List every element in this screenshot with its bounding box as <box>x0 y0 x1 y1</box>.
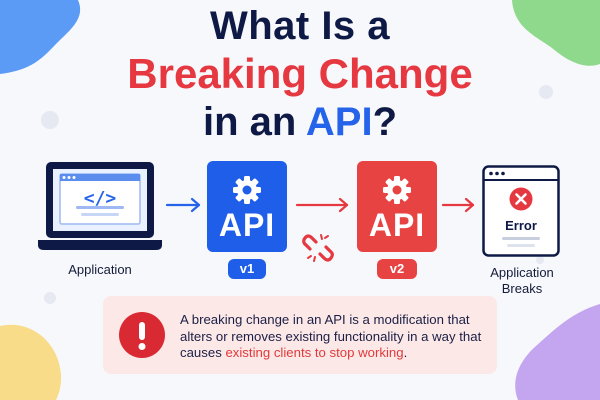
decor-blob-bottom-right <box>515 304 600 400</box>
definition-box: A breaking change in an API is a modific… <box>103 296 497 374</box>
application-breaks-label: Application Breaks <box>476 265 568 297</box>
title-question-mark: ? <box>372 100 398 144</box>
definition-text-end: . <box>403 345 408 360</box>
api-v2-text: API <box>368 207 426 243</box>
close-icon <box>509 187 533 211</box>
error-window: Error <box>482 165 560 257</box>
api-v2-version-badge: v2 <box>377 259 417 279</box>
code-icon: </> <box>83 188 117 209</box>
api-v1-node: API <box>207 161 287 252</box>
definition-text: A breaking change in an API is a modific… <box>180 312 490 362</box>
error-text: Error <box>505 218 537 233</box>
error-window-icon <box>482 165 560 257</box>
exclamation-icon <box>119 312 165 358</box>
gear-icon-v2 <box>383 176 411 204</box>
arrow-right-icon <box>165 197 201 213</box>
decor-blob-top-right <box>512 0 600 66</box>
api-v1-version-badge: v1 <box>228 259 266 279</box>
decor-blob-bottom-left <box>0 324 62 400</box>
title-line-3-prefix: in an <box>202 100 306 144</box>
title-line-3: in an API? <box>0 100 600 145</box>
application-label: Application <box>68 262 132 277</box>
broken-link-icon <box>302 234 334 262</box>
title-api-highlight: API <box>305 100 373 144</box>
breaks-label-line-2: Breaks <box>501 281 543 296</box>
gear-icon <box>233 176 261 204</box>
breaks-label-line-1: Application <box>490 265 554 280</box>
api-v2-node: API <box>357 161 437 252</box>
api-v1-text: API <box>218 207 276 243</box>
arrow-right-icon-2 <box>295 197 349 213</box>
application-node: </> <box>38 160 162 255</box>
arrow-right-icon-3 <box>441 197 475 213</box>
definition-text-highlight: existing clients to stop working <box>225 345 404 360</box>
decor-blob-top-left <box>0 0 81 74</box>
title-line-1: What Is a <box>209 4 391 48</box>
definition-text-main: A breaking change in an API is a modific… <box>180 312 482 360</box>
laptop-icon <box>38 162 162 250</box>
title-line-2: Breaking Change <box>127 50 473 97</box>
